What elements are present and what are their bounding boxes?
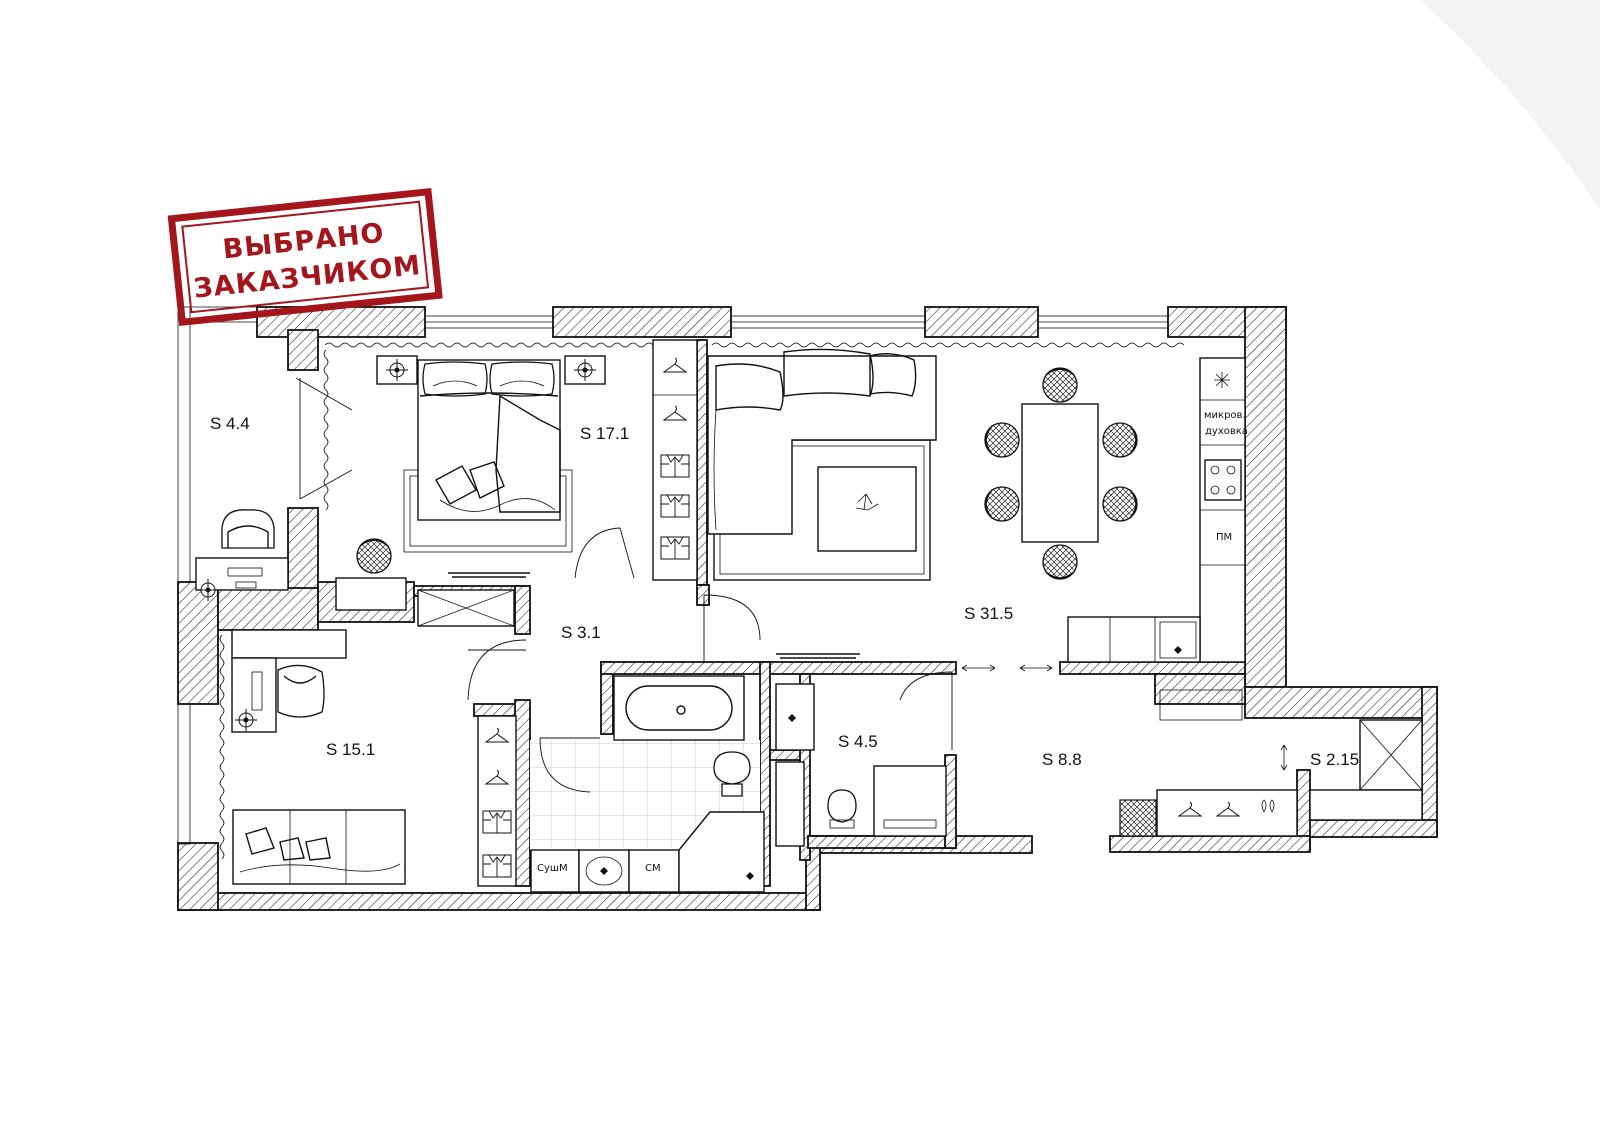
coffee-table bbox=[817, 466, 917, 552]
chair-icon bbox=[1042, 367, 1078, 403]
second-bathroom bbox=[775, 671, 953, 847]
sofa-bed bbox=[232, 809, 406, 885]
fridge-icon bbox=[1214, 372, 1230, 388]
shoes-icon bbox=[1261, 799, 1275, 813]
chair-icon bbox=[984, 422, 1020, 458]
chair-icon bbox=[984, 486, 1020, 522]
shower bbox=[873, 765, 947, 837]
dishwasher-label: ПМ bbox=[1216, 532, 1232, 543]
room-label-hallway: S 8.8 bbox=[1042, 750, 1082, 769]
chair-icon bbox=[1042, 544, 1078, 580]
main-bathroom bbox=[530, 675, 765, 893]
room-label-living: S 31.5 bbox=[964, 604, 1013, 623]
room-label-study: S 15.1 bbox=[326, 740, 375, 759]
room-label-corridor: S 3.1 bbox=[561, 623, 601, 642]
chair-icon bbox=[1102, 422, 1138, 458]
room-label-bathroom: S 4.5 bbox=[838, 732, 878, 751]
washer-label: СМ bbox=[645, 863, 661, 874]
armchair-icon bbox=[221, 509, 275, 549]
corner-shade bbox=[1420, 0, 1600, 210]
room-label-bedroom: S 17.1 bbox=[580, 424, 629, 443]
shower-tray bbox=[678, 811, 765, 893]
office-chair-icon bbox=[277, 664, 325, 718]
room-labels: S 4.4 S 17.1 S 3.1 S 31.5 S 15.1 S 4.5 S… bbox=[210, 414, 1359, 769]
toilet-icon bbox=[827, 789, 857, 823]
chair-icon bbox=[1102, 486, 1138, 522]
study-bedroom bbox=[231, 629, 517, 887]
microwave-label: микров. bbox=[1204, 410, 1246, 421]
appliance-labels: микров. духовка ПМ СушМ СМ bbox=[537, 410, 1248, 874]
corridor-small bbox=[417, 589, 761, 701]
dining-table bbox=[1021, 403, 1099, 543]
room-label-storage: S 2.15 bbox=[1310, 750, 1359, 769]
chair-icon bbox=[356, 538, 392, 574]
bedroom bbox=[335, 339, 698, 611]
room-label-balcony: S 4.4 bbox=[210, 414, 250, 433]
corner-sofa bbox=[707, 355, 937, 535]
hallway-storage bbox=[1119, 689, 1423, 837]
approval-stamp: ВЫБРАНО ЗАКАЗЧИКОМ bbox=[167, 187, 443, 327]
toilet-icon bbox=[713, 751, 751, 797]
balcony bbox=[195, 377, 353, 602]
living-kitchen bbox=[707, 348, 1246, 672]
dryer-label: СушМ bbox=[537, 863, 568, 874]
entry-wardrobe bbox=[1156, 789, 1298, 837]
oven-label: духовка bbox=[1205, 426, 1248, 437]
